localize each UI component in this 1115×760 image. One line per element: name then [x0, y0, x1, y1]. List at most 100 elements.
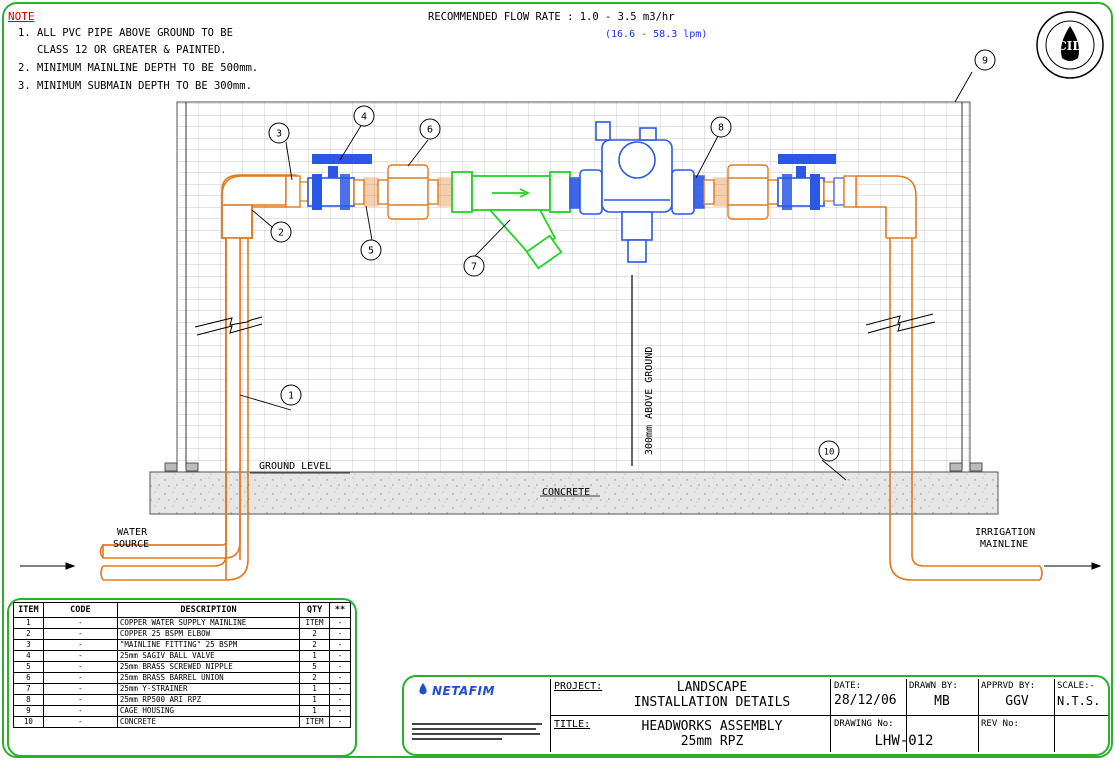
date-value: 28/12/06	[834, 693, 897, 708]
brass-fittings-left	[353, 164, 453, 220]
note-item-1: 1. ALL PVC PIPE ABOVE GROUND TO BE	[18, 27, 233, 39]
qty-cell: 1	[299, 694, 330, 706]
item-cell: 4	[13, 650, 44, 662]
callout-circle-5	[360, 239, 382, 261]
drawing-no-value: LHW-012	[874, 733, 934, 749]
qty-cell: 1	[299, 683, 330, 695]
col-extra: **	[328, 602, 352, 618]
description-cell: COPPER 25 BSPM ELBOW	[116, 628, 301, 640]
certification-seal: CID	[1036, 11, 1104, 79]
drawing-no-label: DRAWING No:	[834, 719, 894, 729]
item-cell: 2	[13, 628, 44, 640]
approved-by-value: GGV	[1005, 694, 1029, 709]
approved-by-label: APPRVD BY:	[981, 681, 1036, 691]
description-cell: 25mm BRASS BARREL UNION	[116, 672, 301, 684]
callout-circle-8	[710, 116, 732, 138]
extra-cell: -	[328, 705, 352, 717]
water-source-label-2: SOURCE	[113, 539, 150, 550]
parts-table-frame: ITEM CODE DESCRIPTION QTY ** 1-COPPER WA…	[7, 598, 357, 757]
qty-cell: 1	[299, 705, 330, 717]
concrete-label: CONCRETE	[542, 487, 591, 498]
code-cell: -	[42, 716, 118, 728]
description-cell: 25mm SAGIV BALL VALVE	[116, 650, 301, 662]
extra-cell: -	[328, 661, 352, 673]
cage-housing	[164, 101, 983, 473]
date-label: DATE:	[834, 681, 862, 691]
callout-circle-3	[268, 122, 290, 144]
code-cell: -	[42, 639, 118, 651]
mainline-fitting-left	[285, 175, 309, 208]
description-cell: 25mm RP500 ARI RPZ	[116, 694, 301, 706]
item-cell: 7	[13, 683, 44, 695]
description-cell: CONCRETE	[116, 716, 301, 728]
extra-cell: -	[328, 683, 352, 695]
extra-cell: -	[328, 650, 352, 662]
callout-circle-7	[463, 255, 485, 277]
qty-cell: 1	[299, 650, 330, 662]
callout-number-8: 8	[718, 123, 724, 134]
outlet-arrow	[1044, 562, 1102, 570]
code-cell: -	[42, 628, 118, 640]
col-qty: QTY	[299, 602, 330, 618]
scale-label: SCALE:-	[1057, 681, 1095, 691]
flow-rate-lpm: (16.6 - 58.3 lpm)	[605, 29, 708, 40]
copyright-fineprint	[412, 721, 544, 747]
title-line-1: HEADWORKS ASSEMBLY	[641, 719, 783, 734]
item-cell: 10	[13, 716, 44, 728]
extra-cell: -	[328, 672, 352, 684]
mainline-fitting-right	[823, 175, 857, 208]
qty-cell: 2	[299, 639, 330, 651]
note-heading: NOTE	[8, 10, 35, 23]
project-line-2: INSTALLATION DETAILS	[633, 695, 791, 710]
title-label: TITLE:	[554, 719, 591, 730]
title-line-2: 25mm RPZ	[680, 734, 744, 749]
callout-number-9: 9	[982, 56, 988, 67]
callout-number-7: 7	[471, 262, 477, 273]
callout-number-4: 4	[361, 112, 367, 123]
callout-circle-1	[280, 384, 302, 406]
brass-fittings-right	[703, 164, 779, 220]
description-cell: 25mm Y-STRAINER	[116, 683, 301, 695]
callout-circle-4	[353, 105, 375, 127]
item-cell: 5	[13, 661, 44, 673]
callout-circle-6	[419, 118, 441, 140]
project-line-1: LANDSCAPE	[676, 680, 748, 695]
note-item-3: 2. MINIMUM MAINLINE DEPTH TO BE 500mm.	[18, 62, 259, 74]
code-cell: -	[42, 705, 118, 717]
callout-number-5: 5	[368, 246, 374, 257]
flow-rate: RECOMMENDED FLOW RATE : 1.0 - 3.5 m3/hr	[428, 11, 675, 23]
ground-level-label: GROUND LEVEL	[259, 461, 332, 472]
code-cell: -	[42, 683, 118, 695]
note-item-4: 3. MINIMUM SUBMAIN DEPTH TO BE 300mm.	[18, 80, 252, 92]
col-code: CODE	[42, 602, 118, 618]
svg-text:CID: CID	[1057, 39, 1083, 53]
item-cell: 1	[13, 617, 44, 629]
item-cell: 6	[13, 672, 44, 684]
col-description: DESCRIPTION	[116, 602, 301, 618]
item-cell: 3	[13, 639, 44, 651]
description-cell: 25mm BRASS SCREWED NIPPLE	[116, 661, 301, 673]
qty-cell: 2	[299, 672, 330, 684]
concrete-slab	[149, 471, 999, 515]
water-source-label-1: WATER	[117, 527, 148, 538]
callout-circle-9	[974, 49, 996, 71]
above-ground-label: 300mm ABOVE GROUND	[644, 347, 655, 455]
rpz-valve	[569, 121, 705, 263]
netafim-drop-icon	[419, 683, 427, 695]
extra-cell: -	[328, 639, 352, 651]
extra-cell: -	[328, 617, 352, 629]
parts-table-header: ITEM CODE DESCRIPTION QTY **	[13, 602, 352, 618]
extra-cell: -	[328, 628, 352, 640]
callout-number-3: 3	[276, 129, 282, 140]
item-cell: 9	[13, 705, 44, 717]
callout-number-10: 10	[824, 448, 835, 458]
